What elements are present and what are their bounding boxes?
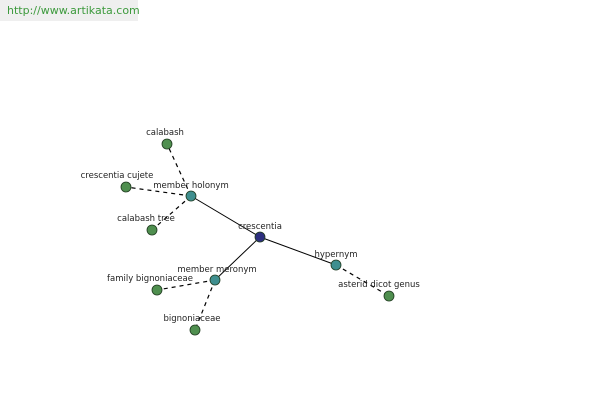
graph-edges xyxy=(125,143,390,331)
leaf-node-dot[interactable] xyxy=(120,181,132,193)
edge-member-holonym-crescentia-cujete xyxy=(125,186,192,197)
relation-node-dot[interactable] xyxy=(209,274,221,286)
node-label-bignoniaceae[interactable]: bignoniaceae xyxy=(163,314,220,324)
leaf-node-dot[interactable] xyxy=(189,324,201,336)
node-label-calabash-tree[interactable]: calabash tree xyxy=(117,214,175,224)
node-label-family-bignoniaceae[interactable]: family bignoniaceae xyxy=(107,274,193,284)
node-calabash[interactable]: calabash xyxy=(146,128,184,150)
node-calabash-tree[interactable]: calabash tree xyxy=(117,214,175,236)
url-bar: http://www.artikata.com xyxy=(0,0,140,21)
node-label-calabash[interactable]: calabash xyxy=(146,128,184,138)
node-bignoniaceae[interactable]: bignoniaceae xyxy=(163,314,221,336)
node-family-bignoniaceae[interactable]: family bignoniaceae xyxy=(107,274,193,296)
edge-hypernym-asterid-dicot-genus xyxy=(335,264,390,297)
node-crescentia-cujete[interactable]: crescentia cujete xyxy=(81,171,154,193)
node-member-meronym[interactable]: member meronym xyxy=(177,265,257,286)
graph-nodes: calabash crescentia cujete calabash tree me… xyxy=(81,128,420,336)
edge-member-holonym-calabash-tree xyxy=(151,195,192,231)
edge-member-meronym-bignoniaceae xyxy=(194,279,216,331)
leaf-node-dot[interactable] xyxy=(383,290,395,302)
edge-crescentia-member-meronym xyxy=(214,236,261,281)
node-hypernym[interactable]: hypernym xyxy=(314,250,358,271)
relation-node-dot[interactable] xyxy=(185,190,197,202)
node-label-crescentia-cujete[interactable]: crescentia cujete xyxy=(81,171,154,181)
center-node-dot[interactable] xyxy=(254,231,266,243)
node-label-member-meronym[interactable]: member meronym xyxy=(177,265,256,275)
node-asterid-dicot-genus[interactable]: asterid dicot genus xyxy=(338,280,420,302)
node-label-member-holonym[interactable]: member holonym xyxy=(153,181,228,191)
node-label-crescentia[interactable]: crescentia xyxy=(238,222,282,232)
relation-node-dot[interactable] xyxy=(330,259,342,271)
leaf-node-dot[interactable] xyxy=(161,138,173,150)
leaf-node-dot[interactable] xyxy=(146,224,158,236)
edge-crescentia-member-holonym xyxy=(190,195,261,238)
leaf-node-dot[interactable] xyxy=(151,284,163,296)
node-crescentia[interactable]: crescentia xyxy=(238,222,282,243)
node-label-asterid-dicot-genus[interactable]: asterid dicot genus xyxy=(338,280,420,290)
node-member-holonym[interactable]: member holonym xyxy=(153,181,229,202)
site-url-link[interactable]: http://www.artikata.com xyxy=(7,4,140,17)
node-label-hypernym[interactable]: hypernym xyxy=(314,250,357,260)
edge-member-holonym-calabash xyxy=(166,143,192,197)
edge-crescentia-hypernym xyxy=(259,236,337,266)
edge-member-meronym-family-bignoniaceae xyxy=(156,279,216,291)
